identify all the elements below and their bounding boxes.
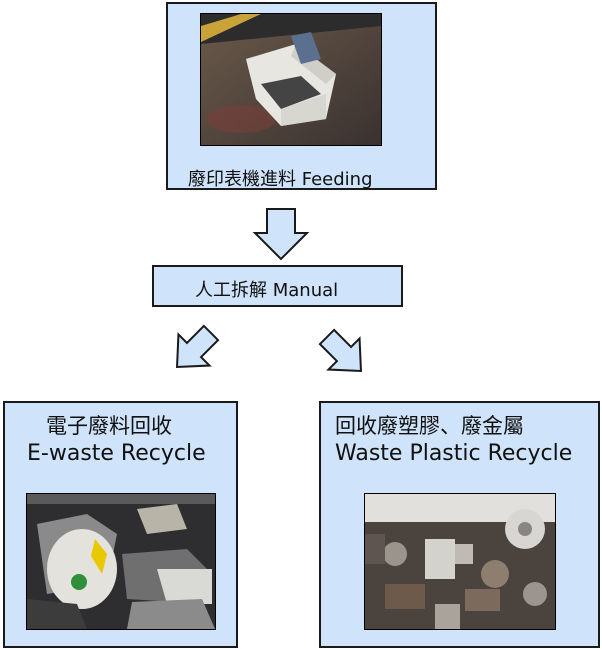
ewaste-title-zh: 電子廢料回收	[46, 414, 172, 438]
plastic-box: 回收廢塑膠、廢金屬 Waste Plastic Recycle	[319, 401, 600, 648]
manual-label: 人工拆解 Manual	[195, 280, 339, 301]
feeding-label: 廢印表機進料 Feeding	[188, 169, 373, 190]
manual-box: 人工拆解 Manual	[152, 265, 403, 307]
plastic-title-en: Waste Plastic Recycle	[335, 441, 573, 466]
plastic-title-zh: 回收廢塑膠、廢金屬	[335, 414, 524, 438]
plastic-photo	[364, 493, 556, 630]
down-arrow-icon	[251, 207, 311, 263]
down-left-arrow-icon	[164, 322, 224, 378]
ewaste-photo	[26, 493, 216, 630]
ewaste-box: 電子廢料回收 E-waste Recycle	[3, 401, 238, 648]
feeding-box: 廢印表機進料 Feeding	[166, 2, 437, 190]
printer-photo	[200, 13, 382, 146]
down-right-arrow-icon	[314, 326, 374, 382]
ewaste-title-en: E-waste Recycle	[27, 441, 206, 466]
